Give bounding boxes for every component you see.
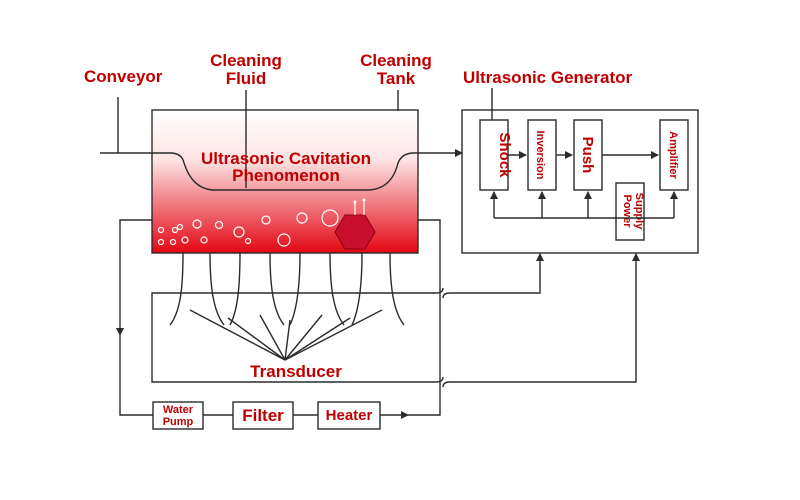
cavitation-label-line-2: Phenomenon: [232, 166, 340, 185]
power-supply-block: [615, 182, 645, 241]
push-block: [573, 119, 603, 191]
bubble: [157, 226, 165, 234]
cavitation-label-line-1: Ultrasonic Cavitation: [201, 149, 371, 168]
bubble: [277, 233, 291, 247]
transducer-pointer: [259, 314, 286, 361]
filter-label: Filter: [242, 406, 284, 425]
bubble: [233, 226, 245, 238]
bubble: [261, 215, 271, 225]
transducer-pointer: [189, 309, 286, 361]
bubble: [171, 226, 179, 234]
inversion-label: Inversion: [534, 131, 546, 180]
amplifier-block: [659, 119, 689, 191]
bubble: [169, 238, 177, 246]
bubble: [244, 237, 252, 245]
bubble: [200, 236, 208, 244]
transducer-enclosure-top-right: [442, 253, 544, 299]
water-pump-label-line-2: Pump: [163, 416, 194, 428]
push-label: Push: [579, 137, 596, 174]
transducer-pointer: [284, 314, 323, 361]
transducer-horn: [209, 252, 225, 326]
heater-label: Heater: [326, 407, 373, 424]
power-supply-label-line-2: Supply: [633, 193, 645, 231]
cleaning-tank-label-line-2: Tank: [377, 69, 416, 88]
ultrasonic-generator-label: Ultrasonic Generator: [463, 68, 632, 87]
bubble: [192, 219, 202, 229]
transducer-enclosure-bottom-right: [442, 253, 640, 388]
transducer-pointer: [284, 309, 383, 361]
tank-outlet-left: [116, 219, 152, 336]
bubble: [321, 209, 339, 227]
transducer-enclosure-top: [151, 287, 444, 325]
transducer-label: Transducer: [250, 362, 342, 381]
workpiece-hook-end: [353, 200, 357, 204]
transducer-horn: [389, 252, 405, 326]
transducer-horn: [351, 252, 363, 326]
ultrasonic-generator-box: [461, 109, 699, 254]
workpiece: [334, 198, 376, 250]
loop-return-riser: [408, 219, 441, 416]
bubble: [157, 238, 165, 246]
transducer-pointers: [189, 309, 383, 361]
bubble: [296, 212, 308, 224]
transducer-horn: [329, 252, 345, 326]
amplifier-label: Amplifier: [667, 131, 679, 179]
transducer-pointer: [284, 319, 291, 361]
bubble: [176, 223, 184, 231]
cleaning-fluid-label-line-2: Fluid: [226, 69, 267, 88]
bubble: [181, 236, 189, 244]
transducer-horn: [269, 252, 285, 326]
workpiece-hook-end: [362, 198, 366, 202]
shock-label: Shock: [496, 132, 513, 178]
cavitation-bubbles: [157, 209, 339, 247]
transducer-pointer: [284, 317, 351, 361]
transducer-horn: [289, 252, 301, 326]
conveyor-label: Conveyor: [84, 67, 163, 86]
bubble: [214, 220, 224, 230]
filter-box: [232, 401, 294, 430]
transducer-pointer: [227, 317, 286, 361]
inversion-block: [527, 119, 557, 191]
transducer-horns: [169, 252, 405, 326]
transducer-horn: [169, 252, 184, 326]
power-supply-label-line-1: Power: [621, 194, 633, 228]
conveyor-path: [100, 149, 463, 191]
shock-block: [479, 119, 509, 191]
loop-bottom-left: [119, 335, 153, 416]
transducer-horn: [229, 252, 241, 326]
heater-box: [317, 401, 381, 430]
water-pump-label-line-1: Water: [163, 404, 194, 416]
cleaning-tank-label-line-1: Cleaning: [360, 51, 432, 70]
workpiece-hexagon: [334, 214, 376, 250]
water-pump-box: [152, 401, 204, 430]
cleaning-fluid-label-line-1: Cleaning: [210, 51, 282, 70]
